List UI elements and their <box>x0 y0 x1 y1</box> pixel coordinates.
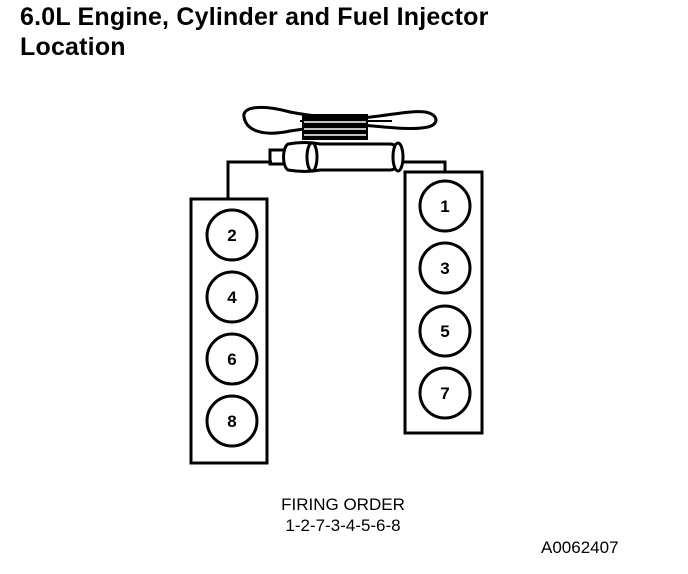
fan-hub <box>302 114 368 140</box>
firing-order-sequence: 1-2-7-3-4-5-6-8 <box>285 516 401 535</box>
cylinder-8: 8 <box>205 394 259 448</box>
cylinder-6: 6 <box>205 332 259 386</box>
cylinder-1: 1 <box>418 179 472 233</box>
cylinder-7: 7 <box>418 366 472 420</box>
water-pump <box>268 141 405 173</box>
cylinder-5: 5 <box>418 304 472 358</box>
page-title: 6.0L Engine, Cylinder and Fuel Injector … <box>20 2 489 62</box>
cylinder-label: 6 <box>227 350 236 369</box>
figure-code: A0062407 <box>541 538 619 557</box>
cylinder-label: 7 <box>440 384 449 403</box>
cylinder-label: 1 <box>440 197 449 216</box>
firing-order-label: FIRING ORDER <box>281 495 405 514</box>
cylinder-label: 3 <box>440 259 449 278</box>
cylinder-label: 8 <box>227 412 236 431</box>
cylinder-label: 4 <box>227 288 237 307</box>
title-line-2: Location <box>20 33 126 61</box>
firing-order: FIRING ORDER 1-2-7-3-4-5-6-8 <box>238 494 448 536</box>
cylinder-label: 2 <box>227 226 236 245</box>
title-line-1: 6.0L Engine, Cylinder and Fuel Injector <box>20 3 489 31</box>
cylinder-2: 2 <box>205 208 259 262</box>
cylinder-4: 4 <box>205 270 259 324</box>
cylinder-label: 5 <box>440 322 449 341</box>
cylinder-3: 3 <box>418 241 472 295</box>
